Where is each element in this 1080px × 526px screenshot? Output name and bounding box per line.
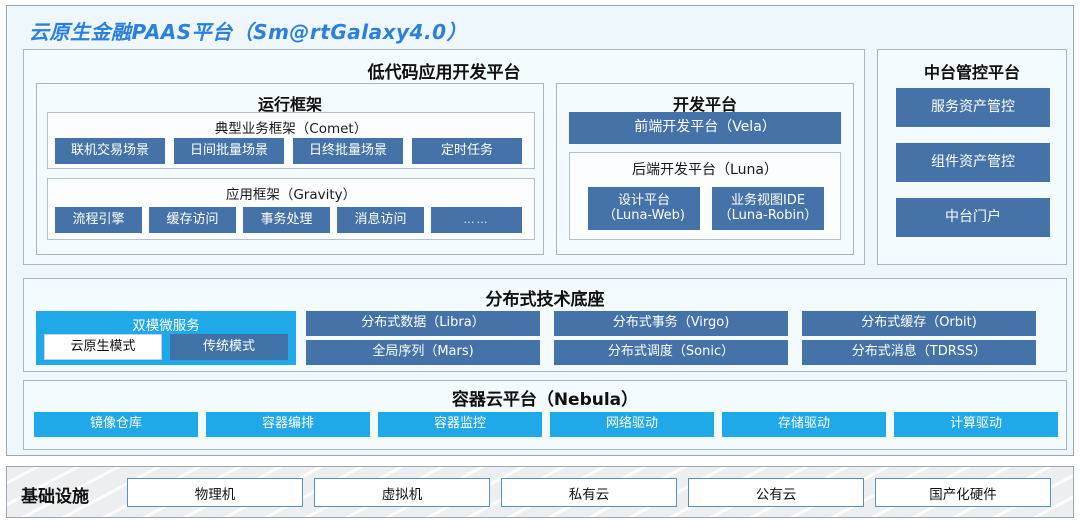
chip-midoffice-portal[interactable]: 中台门户: [896, 198, 1050, 237]
chip-container-monitoring[interactable]: 容器监控: [378, 412, 542, 437]
runtime-framework-panel: 运行框架 典型业务框架（Comet） 联机交易场景 日间批量场景 日终批量场景 …: [36, 83, 544, 255]
chip-more-ellipsis[interactable]: ……: [431, 207, 522, 233]
chip-frontend-dev-platform[interactable]: 前端开发平台（Vela）: [569, 112, 841, 144]
backend-caption: 后端开发平台（Luna）: [632, 162, 778, 178]
lowcode-platform-title: 低代码应用开发平台: [367, 63, 521, 83]
development-platform-panel: 开发平台 前端开发平台（Vela） 后端开发平台（Luna） 设计平台 （Lun…: [556, 83, 854, 255]
infra-box-private-cloud[interactable]: 私有云: [501, 478, 677, 507]
chip-distributed-message[interactable]: 分布式消息（TDRSS）: [802, 340, 1036, 365]
chip-global-sequence[interactable]: 全局序列（Mars): [306, 340, 540, 365]
comet-group: 典型业务框架（Comet） 联机交易场景 日间批量场景 日终批量场景 定时任务: [47, 112, 535, 169]
chip-design-platform-line2: （Luna-Web): [602, 207, 686, 223]
infra-box-physical-machine[interactable]: 物理机: [127, 478, 303, 507]
backend-group: 后端开发平台（Luna） 设计平台 （Luna-Web) 业务视图IDE （Lu…: [569, 152, 841, 240]
chip-business-view-ide-line2: （Luna-Robin）: [718, 207, 818, 223]
infra-box-virtual-machine[interactable]: 虚拟机: [314, 478, 490, 507]
dualmode-microservice-box: 双模微服务 云原生模式 传统模式: [36, 311, 296, 365]
chip-business-view-ide-line1: 业务视图IDE: [730, 193, 806, 209]
chip-network-driver[interactable]: 网络驱动: [550, 412, 714, 437]
chip-container-orchestration[interactable]: 容器编排: [206, 412, 370, 437]
chip-design-platform[interactable]: 设计平台 （Luna-Web): [588, 187, 700, 230]
chip-storage-driver[interactable]: 存储驱动: [722, 412, 886, 437]
midoffice-control-panel: 中台管控平台 服务资产管控 组件资产管控 中台门户: [877, 49, 1067, 265]
chip-distributed-cache[interactable]: 分布式缓存（Orbit): [802, 311, 1036, 336]
gravity-group: 应用框架（Gravity） 流程引擎 缓存访问 事务处理 消息访问 ……: [47, 178, 535, 240]
chip-scheduled-task[interactable]: 定时任务: [412, 138, 522, 164]
dualmode-caption: 双模微服务: [132, 318, 200, 334]
container-cloud-panel: 容器云平台（Nebula） 镜像仓库 容器编排 容器监控 网络驱动 存储驱动 计…: [23, 380, 1067, 450]
spellcheck-squiggle: [30, 40, 170, 45]
chip-design-platform-line1: 设计平台: [617, 193, 670, 209]
infrastructure-bar: 基础设施 物理机 虚拟机 私有云 公有云 国产化硬件: [6, 466, 1074, 518]
chip-distributed-data[interactable]: 分布式数据（Libra）: [306, 311, 540, 336]
infra-box-domestic-hardware[interactable]: 国产化硬件: [875, 478, 1051, 507]
comet-caption: 典型业务框架（Comet）: [214, 121, 368, 137]
chip-distributed-scheduling[interactable]: 分布式调度（Sonic）: [554, 340, 788, 365]
development-platform-title: 开发平台: [672, 95, 737, 114]
distributed-base-panel: 分布式技术底座 双模微服务 云原生模式 传统模式 分布式数据（Libra） 全局…: [23, 278, 1067, 372]
chip-service-asset-control[interactable]: 服务资产管控: [896, 88, 1050, 127]
chip-component-asset-control[interactable]: 组件资产管控: [896, 143, 1050, 182]
chip-cloud-native-mode[interactable]: 云原生模式: [44, 334, 162, 360]
platform-outer-container: 云原生金融PAAS平台（Sm@rtGalaxy4.0） 低代码应用开发平台 运行…: [6, 5, 1074, 456]
chip-process-engine[interactable]: 流程引擎: [55, 207, 142, 233]
chip-transaction-processing[interactable]: 事务处理: [243, 207, 330, 233]
gravity-caption: 应用框架（Gravity）: [225, 187, 357, 203]
chip-eod-batch[interactable]: 日终批量场景: [293, 138, 403, 164]
runtime-framework-title: 运行框架: [257, 95, 322, 114]
infra-box-public-cloud[interactable]: 公有云: [688, 478, 864, 507]
container-cloud-title: 容器云平台（Nebula）: [451, 390, 639, 410]
chip-intraday-batch[interactable]: 日间批量场景: [174, 138, 284, 164]
chip-compute-driver[interactable]: 计算驱动: [894, 412, 1058, 437]
infrastructure-label: 基础设施: [21, 487, 89, 507]
chip-business-view-ide[interactable]: 业务视图IDE （Luna-Robin）: [712, 187, 824, 230]
chip-cache-access[interactable]: 缓存访问: [149, 207, 236, 233]
chip-image-repository[interactable]: 镜像仓库: [34, 412, 198, 437]
chip-message-access[interactable]: 消息访问: [337, 207, 424, 233]
distributed-base-title: 分布式技术底座: [485, 290, 605, 310]
midoffice-control-title: 中台管控平台: [923, 63, 1020, 82]
lowcode-platform-panel: 低代码应用开发平台 运行框架 典型业务框架（Comet） 联机交易场景 日间批量…: [23, 49, 865, 265]
page-title: 云原生金融PAAS平台（Sm@rtGalaxy4.0）: [29, 20, 467, 44]
chip-traditional-mode[interactable]: 传统模式: [170, 334, 288, 360]
chip-distributed-transaction[interactable]: 分布式事务（Virgo): [554, 311, 788, 336]
chip-online-transaction[interactable]: 联机交易场景: [55, 138, 165, 164]
